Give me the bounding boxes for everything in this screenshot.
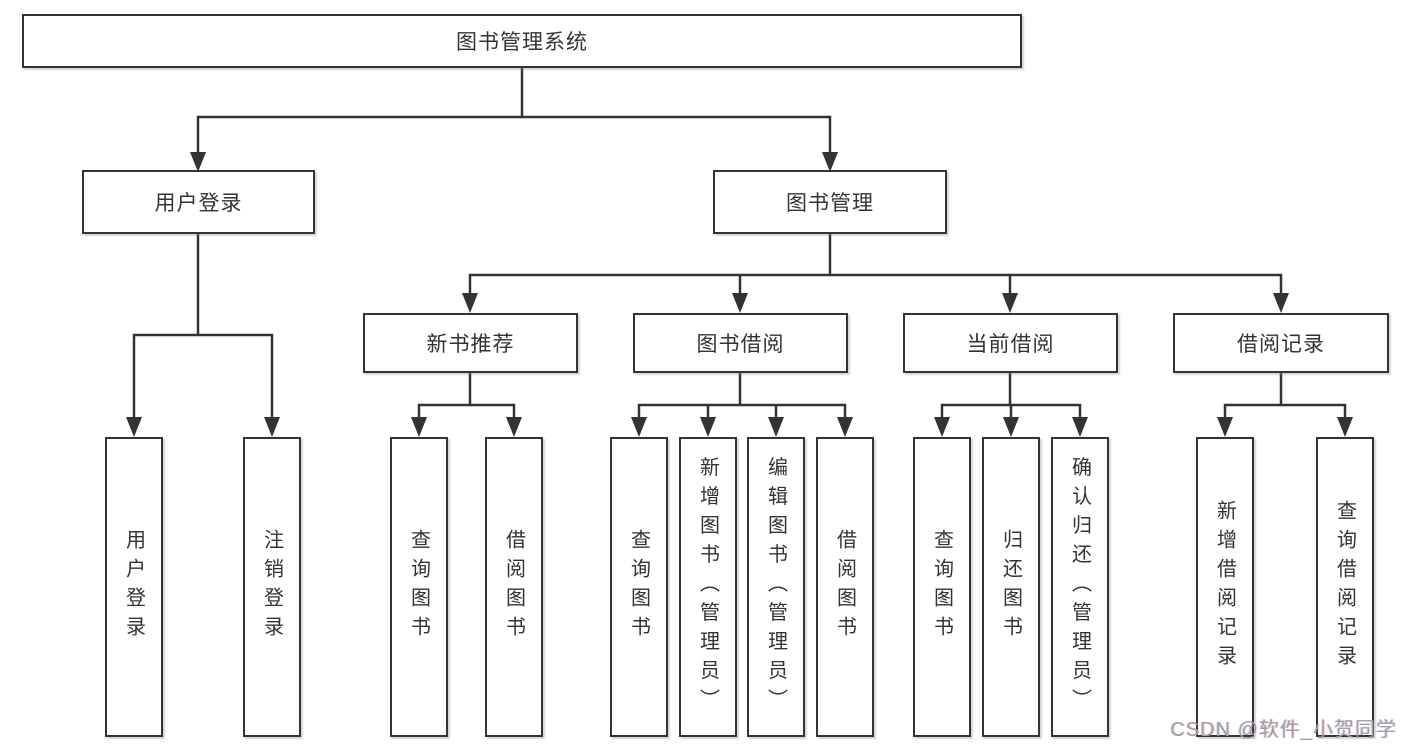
node-new-book-recommend-label: 新书推荐 [426, 333, 515, 356]
connector-records-to-leaves [1223, 371, 1347, 419]
leaf-query-borrow-record-label: 查询借阅记录 [1333, 500, 1356, 674]
leaf-borrow-books-borrowing-label: 借阅图书 [833, 529, 856, 645]
arrowhead-down [1002, 293, 1018, 313]
connector-borrowing-to-leaves [637, 371, 847, 419]
connector-recommend-to-leaves [417, 371, 516, 419]
node-user-login-label: 用户登录 [154, 192, 243, 215]
node-library-system-label: 图书管理系统 [456, 31, 588, 54]
arrowhead-down [411, 417, 427, 437]
arrowhead-down [506, 417, 522, 437]
arrowhead-down [1273, 293, 1289, 313]
leaf-logout: 注销登录 [243, 437, 301, 737]
leaf-query-books-borrowing: 查询图书 [610, 437, 668, 737]
leaf-query-books-borrowing-label: 查询图书 [627, 529, 650, 645]
leaf-query-borrow-record: 查询借阅记录 [1316, 437, 1374, 737]
node-new-book-recommend: 新书推荐 [363, 313, 578, 373]
leaf-borrow-books-recommend: 借阅图书 [485, 437, 543, 737]
leaf-user-login: 用户登录 [105, 437, 163, 737]
node-user-login: 用户登录 [82, 170, 315, 234]
arrowhead-down [837, 417, 853, 437]
node-current-borrowing: 当前借阅 [903, 313, 1118, 373]
node-book-borrowing-label: 图书借阅 [696, 333, 785, 356]
arrowhead-down [768, 417, 784, 437]
arrowhead-down [934, 417, 950, 437]
connector-userlogin-to-leaves [132, 232, 274, 419]
leaf-return-books-label: 归还图书 [999, 529, 1022, 645]
connector-bookmgmt-to-level3 [468, 232, 1283, 295]
arrowhead-down [1217, 417, 1233, 437]
leaf-query-books-current: 查询图书 [913, 437, 971, 737]
leaf-user-login-label: 用户登录 [122, 529, 145, 645]
arrowhead-down [631, 417, 647, 437]
leaf-add-book-admin-label: 新增图书（管理员） [696, 456, 719, 718]
leaf-edit-book-admin: 编辑图书（管理员） [747, 437, 805, 737]
leaf-add-book-admin: 新增图书（管理员） [679, 437, 737, 737]
arrowhead-down [700, 417, 716, 437]
arrowhead-down [264, 417, 280, 437]
leaf-query-books-recommend: 查询图书 [390, 437, 448, 737]
node-book-management: 图书管理 [713, 170, 947, 234]
leaf-confirm-return-admin: 确认归还（管理员） [1051, 437, 1109, 737]
node-book-management-label: 图书管理 [786, 192, 874, 215]
node-current-borrowing-label: 当前借阅 [966, 333, 1055, 356]
leaf-return-books: 归还图书 [982, 437, 1040, 737]
leaf-borrow-books-borrowing: 借阅图书 [816, 437, 874, 737]
arrowhead-down [822, 152, 838, 172]
arrowhead-down [1337, 417, 1353, 437]
node-borrowing-records-label: 借阅记录 [1237, 333, 1325, 356]
leaf-query-books-recommend-label: 查询图书 [407, 529, 430, 645]
arrowhead-down [190, 152, 206, 172]
connector-root-to-level2 [196, 66, 832, 154]
leaf-query-books-current-label: 查询图书 [930, 529, 953, 645]
node-book-borrowing: 图书借阅 [633, 313, 848, 373]
node-library-system: 图书管理系统 [22, 14, 1022, 68]
arrowhead-down [126, 417, 142, 437]
leaf-edit-book-admin-label: 编辑图书（管理员） [764, 456, 787, 718]
arrowhead-down [462, 293, 478, 313]
leaf-borrow-books-recommend-label: 借阅图书 [502, 529, 525, 645]
leaf-add-borrow-record-label: 新增借阅记录 [1213, 500, 1236, 674]
leaf-add-borrow-record: 新增借阅记录 [1196, 437, 1254, 737]
leaf-confirm-return-admin-label: 确认归还（管理员） [1068, 456, 1091, 718]
arrowhead-down [1072, 417, 1088, 437]
node-borrowing-records: 借阅记录 [1173, 313, 1389, 373]
arrowhead-down [732, 293, 748, 313]
arrowhead-down [1003, 417, 1019, 437]
leaf-logout-label: 注销登录 [260, 529, 283, 645]
connector-current-to-leaves [940, 371, 1082, 419]
